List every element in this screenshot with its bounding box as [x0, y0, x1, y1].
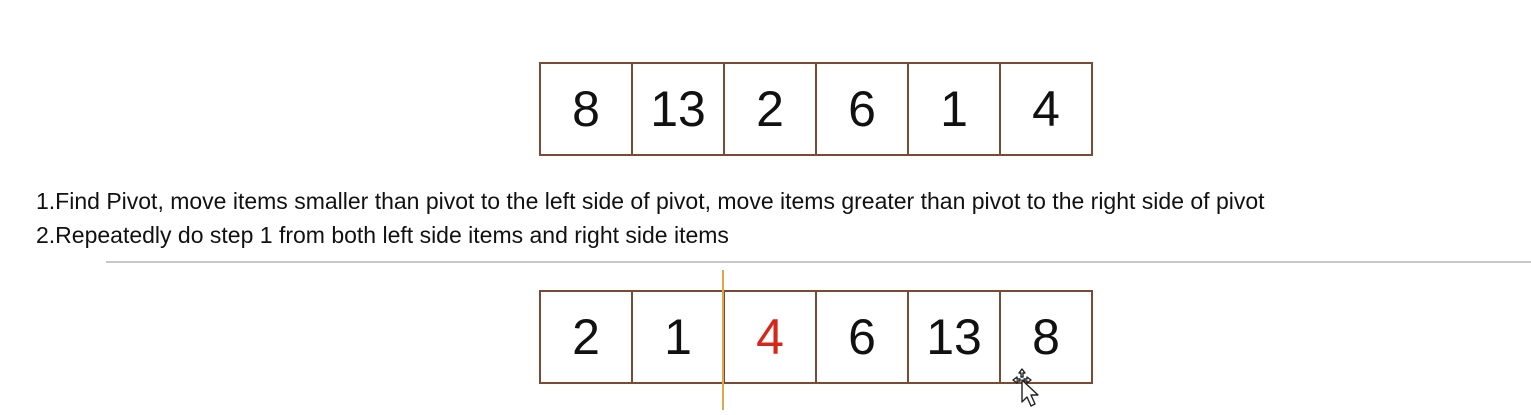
- array-cell: 2: [725, 62, 817, 156]
- array-cell: 8: [1001, 290, 1093, 384]
- array-cell: 6: [817, 62, 909, 156]
- array-cell: 1: [909, 62, 1001, 156]
- array-cell: 1: [633, 290, 725, 384]
- array-cell: 8: [541, 62, 633, 156]
- initial-array: 8 13 2 6 1 4: [539, 62, 1093, 156]
- section-divider: [106, 261, 1531, 263]
- array-cell: 13: [633, 62, 725, 156]
- pivot-cell: 4: [725, 290, 817, 384]
- array-cell: 4: [1001, 62, 1093, 156]
- array-cell: 13: [909, 290, 1001, 384]
- array-cell: 6: [817, 290, 909, 384]
- pivot-split-line: [722, 270, 724, 410]
- partitioned-array: 2 1 4 6 13 8: [539, 290, 1093, 384]
- mouse-pointer-move-icon: [1012, 368, 1039, 407]
- array-cell: 2: [541, 290, 633, 384]
- step-1-text: 1.Find Pivot, move items smaller than pi…: [36, 188, 1265, 214]
- step-2-text: 2.Repeatedly do step 1 from both left si…: [36, 222, 729, 248]
- algorithm-steps: 1.Find Pivot, move items smaller than pi…: [36, 184, 1265, 252]
